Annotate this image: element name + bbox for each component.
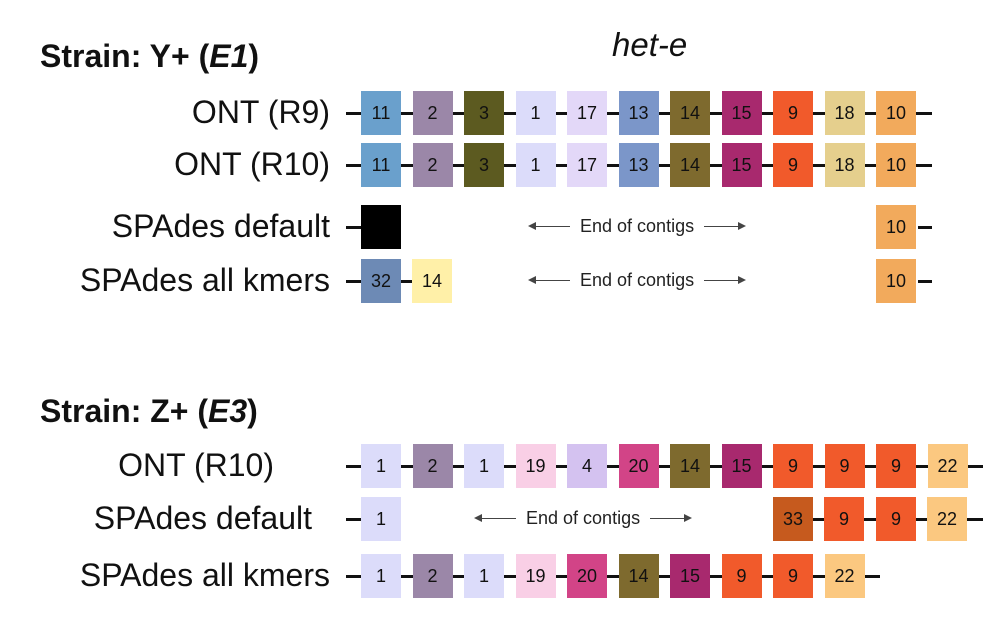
segment-box: 1: [464, 444, 504, 488]
gene-title: het-e: [612, 26, 688, 63]
segment-box: 2: [412, 91, 453, 135]
segment-box: 14: [670, 444, 710, 488]
row-label: SPAdes default: [111, 208, 330, 244]
right-arrow-icon: [704, 276, 747, 284]
row-label: SPAdes all kmers: [79, 262, 330, 298]
segment-box: 14: [618, 554, 659, 598]
segment-box: 9: [773, 554, 813, 598]
segment-box: 11: [361, 91, 401, 135]
right-arrow-icon: [650, 514, 693, 522]
end-of-contigs-note: End of contigs: [466, 508, 700, 529]
segment-box: 9: [876, 444, 916, 488]
end-of-contigs-label: End of contigs: [580, 270, 695, 290]
segment-box: 14: [670, 91, 710, 135]
connector-line: [346, 465, 983, 468]
segment-box: 1: [361, 497, 401, 541]
row-label: ONT (R10): [118, 447, 274, 483]
segment-box: 20: [567, 554, 607, 598]
segment-box: 3: [464, 143, 504, 187]
left-arrow-icon: [528, 222, 570, 230]
right-arrow-icon: [704, 222, 747, 230]
segment-box: 10: [876, 205, 916, 249]
connector-line: [346, 575, 880, 578]
segment-box: 9: [824, 497, 864, 541]
segment-box: 32: [361, 259, 401, 303]
connector-line: [918, 226, 932, 229]
connector-line: [346, 518, 362, 521]
segment-box: 10: [876, 259, 916, 303]
segment-box: 2: [412, 444, 453, 488]
segment-box: 4: [567, 444, 607, 488]
row-label: SPAdes default: [93, 500, 312, 536]
strain-title-suffix: ): [247, 393, 258, 429]
segment-box: 9: [721, 554, 762, 598]
segment-box: 17: [567, 91, 607, 135]
segment-box: 15: [721, 143, 762, 187]
segment-box: 19: [515, 444, 556, 488]
segment-box: 15: [721, 444, 762, 488]
strain-title-suffix: ): [248, 38, 260, 74]
segment-box: 9: [824, 444, 865, 488]
end-of-contigs-label: End of contigs: [526, 508, 641, 528]
end-of-contigs-note: End of contigs: [520, 270, 754, 291]
end-of-contigs-label: End of contigs: [580, 216, 695, 236]
segment-box: 10: [876, 143, 916, 187]
connector-line: [918, 280, 932, 283]
segment-box: 1: [361, 554, 401, 598]
segment-box: 22: [927, 444, 968, 488]
segment-box: 14: [670, 143, 710, 187]
segment-box: 22: [824, 554, 865, 598]
segment-box: 22: [927, 497, 967, 541]
segment-box: 18: [824, 91, 865, 135]
strain-title-code: E3: [208, 393, 248, 429]
segment-box: 20: [618, 444, 659, 488]
segment-box: 14: [412, 259, 452, 303]
segment-box: 1: [515, 143, 556, 187]
row-label: ONT (R9): [191, 94, 330, 130]
segment-box: 3: [464, 91, 504, 135]
strain-title-prefix: Strain: Y+ (: [40, 38, 210, 74]
segment-box: 15: [670, 554, 710, 598]
segment-box: 13: [618, 91, 659, 135]
segment-box: 19: [515, 554, 556, 598]
segment-box: 15: [721, 91, 762, 135]
row-label: SPAdes all kmers: [79, 557, 330, 593]
connector-line: [346, 226, 362, 229]
segment-box: 9: [773, 91, 813, 135]
segment-box: 2: [412, 143, 453, 187]
segment-box: 9: [876, 497, 916, 541]
segment-box: 13: [618, 143, 659, 187]
segment-box: 1: [515, 91, 556, 135]
segment-box: 9: [773, 444, 813, 488]
row-label: ONT (R10): [174, 146, 330, 182]
segment-box: 18: [824, 143, 865, 187]
segment-box: 17: [567, 143, 607, 187]
strain-title-y: Strain: Y+ (E1): [40, 38, 259, 75]
segment-box: 10: [876, 91, 916, 135]
strain-title-prefix: Strain: Z+ (: [40, 393, 209, 429]
end-of-contigs-note: End of contigs: [520, 216, 754, 237]
segment-box: 33: [773, 497, 813, 541]
segment-box: 1: [361, 444, 401, 488]
segment-box: 11: [361, 143, 401, 187]
left-arrow-icon: [528, 276, 570, 284]
segment-box: 1: [464, 554, 504, 598]
strain-title-z: Strain: Z+ (E3): [40, 393, 258, 430]
segment-box: 9: [773, 143, 813, 187]
segment-box: 2: [412, 554, 453, 598]
strain-title-code: E1: [209, 38, 249, 74]
left-arrow-icon: [474, 514, 516, 522]
black-contig-box: [361, 205, 401, 249]
